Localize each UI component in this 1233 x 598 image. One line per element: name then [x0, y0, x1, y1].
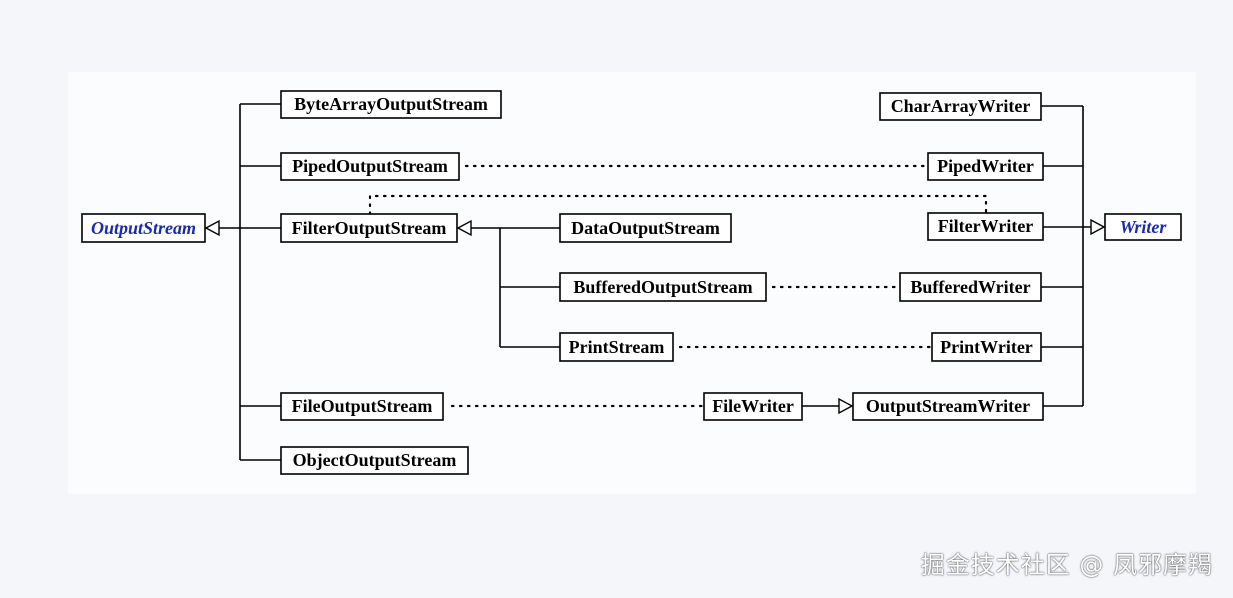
node-label: ObjectOutputStream: [293, 450, 457, 470]
node-buffered-output-stream: BufferedOutputStream: [559, 272, 767, 302]
node-label: FileOutputStream: [292, 396, 433, 416]
node-label: Writer: [1120, 217, 1168, 237]
node-output-stream: OutputStream: [81, 213, 206, 243]
node-label: DataOutputStream: [571, 218, 720, 238]
node-label: BufferedWriter: [910, 277, 1030, 297]
node-buffered-writer: BufferedWriter: [899, 272, 1042, 302]
node-char-array-writer: CharArrayWriter: [879, 92, 1042, 121]
node-label: PrintStream: [569, 337, 665, 357]
node-byte-array-output-stream: ByteArrayOutputStream: [280, 90, 502, 119]
node-label: FileWriter: [712, 396, 794, 416]
node-label: FilterOutputStream: [292, 218, 447, 238]
node-file-writer: FileWriter: [703, 392, 803, 421]
node-label: PrintWriter: [940, 337, 1033, 357]
node-object-output-stream: ObjectOutputStream: [280, 446, 469, 475]
node-output-stream-writer: OutputStreamWriter: [852, 392, 1044, 421]
watermark: 掘金技术社区 @ 凤邪摩羯: [920, 551, 1213, 579]
node-label: BufferedOutputStream: [573, 277, 752, 297]
node-label: ByteArrayOutputStream: [294, 94, 488, 114]
node-print-writer: PrintWriter: [931, 332, 1042, 362]
node-piped-output-stream: PipedOutputStream: [280, 152, 460, 181]
inheritance-arrow-output-stream-writer: [838, 397, 854, 415]
correspondence-filter: [368, 194, 988, 216]
node-label: PipedOutputStream: [292, 156, 448, 176]
inheritance-arrow-filter-output-stream: [456, 219, 472, 237]
node-data-output-stream: DataOutputStream: [559, 213, 732, 243]
node-label: PipedWriter: [937, 156, 1034, 176]
node-writer: Writer: [1104, 213, 1182, 241]
node-label: FilterWriter: [938, 216, 1034, 236]
inheritance-arrow-writer: [1090, 218, 1106, 236]
node-label: CharArrayWriter: [891, 96, 1031, 116]
inheritance-arrow-output-stream: [204, 219, 220, 237]
node-label: OutputStream: [91, 218, 196, 238]
node-piped-writer: PipedWriter: [927, 152, 1044, 181]
node-filter-writer: FilterWriter: [927, 212, 1044, 241]
node-label: OutputStreamWriter: [866, 396, 1030, 416]
node-filter-output-stream: FilterOutputStream: [280, 213, 458, 243]
node-print-stream: PrintStream: [559, 332, 674, 362]
node-file-output-stream: FileOutputStream: [280, 392, 444, 421]
connectors: [204, 103, 1106, 461]
